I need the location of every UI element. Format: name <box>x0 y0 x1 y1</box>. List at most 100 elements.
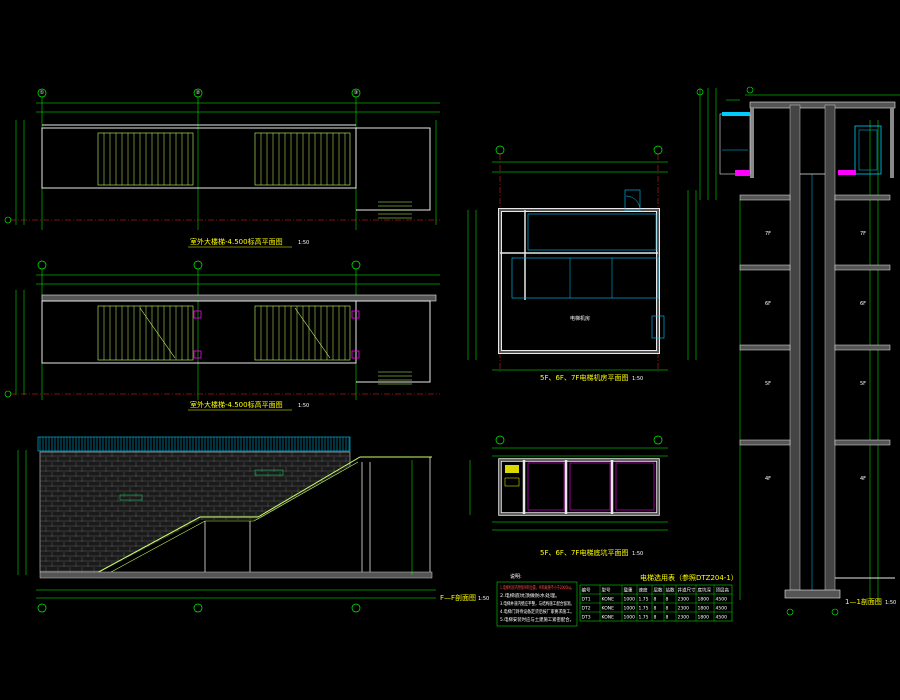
elevator-schedule: 说明: 1.电梯机房内预留吊钩位置，吊钩载重不小于2000kg。 2.电梯底坑须… <box>496 573 738 627</box>
elevator-lower-title: 5F、6F、7F电梯底坑平面图 <box>540 548 628 557</box>
floor-slab <box>834 194 891 201</box>
schedule-header-cell: 站数 <box>666 587 675 594</box>
floor-slab <box>834 344 891 351</box>
top-plan-title: 室外大楼梯-4.500标高平面图 <box>190 237 283 246</box>
schedule-cell: 8 <box>654 597 657 603</box>
schedule-header-cell: 型号 <box>602 587 611 594</box>
schedule-note-3: 3.电梯井道内壁应平整，与结构施工配合留洞。 <box>500 600 574 607</box>
schedule-cell: 2300 <box>678 606 690 612</box>
elevator-upper-title: 5F、6F、7F电梯机房平面图 <box>540 373 628 382</box>
elevator-section-title: 1—1剖面图 <box>845 597 882 606</box>
top-plan-small-stair <box>378 201 412 219</box>
mid-plan-dimensions <box>15 269 440 400</box>
schedule-cell: KONE <box>602 606 615 612</box>
elevator-shaft-wall-right <box>824 104 836 596</box>
mid-plan-scale: 1:50 <box>298 403 309 409</box>
axis-bubble-3-label: ③ <box>354 90 358 96</box>
schedule-cell: 1.75 <box>639 606 649 612</box>
mid-plan-slab <box>41 294 437 302</box>
schedule-header-cell: 层数 <box>654 587 663 594</box>
schedule-header-cell: 井道尺寸 <box>678 587 696 594</box>
top-plan-stair-left <box>97 132 194 186</box>
elevator-pit-plan: 5F、6F、7F电梯底坑平面图 1:50 <box>469 435 668 557</box>
axis-side-bubble <box>4 216 12 224</box>
schedule-cell: DT1 <box>582 597 591 603</box>
floor-label: 7F <box>860 231 866 237</box>
schedule-cell: 1000 <box>624 606 636 612</box>
mid-plan-stair-right <box>254 305 351 361</box>
floor-label: 7F <box>765 231 771 237</box>
axis-bubble-2: ② <box>193 88 203 98</box>
schedule-cell: DT3 <box>582 615 591 621</box>
schedule-header-cell: 顶层高 <box>716 587 730 594</box>
schedule-cell: 4500 <box>716 615 728 621</box>
section-title: F—F剖面图 <box>440 593 476 602</box>
axis-bubble-1: ① <box>37 88 47 98</box>
elevator-lower-scale: 1:50 <box>632 551 643 557</box>
schedule-header-cell: 速度 <box>639 587 648 594</box>
schedule-header-cell: 编号 <box>582 587 591 594</box>
schedule-note-1: 1.电梯机房内预留吊钩位置，吊钩载重不小于2000kg。 <box>500 584 574 591</box>
elevator-room-plan: 电梯机房 5F、6F、7F电梯机房平面图 1:50 <box>467 145 697 382</box>
schedule-header-cell: 底坑深 <box>698 587 712 594</box>
schedule-cell: 4500 <box>716 597 728 603</box>
elevator-upper-scale: 1:50 <box>632 376 643 382</box>
schedule-cell: 8 <box>666 606 669 612</box>
schedule-note-5: 5.电梯安装时应与土建施工紧密配合。 <box>500 616 574 623</box>
floor-slab <box>739 439 791 446</box>
mid-plan-walls <box>41 300 431 383</box>
schedule-cell: 1.75 <box>639 597 649 603</box>
schedule-cell: 4500 <box>716 606 728 612</box>
schedule-cell: 1800 <box>698 606 710 612</box>
elevator-roof-slab <box>749 101 896 109</box>
mid-plan-columns <box>193 310 360 359</box>
top-plan: ① ② ③ <box>4 88 440 248</box>
mid-plan-title: 室外大楼梯-4.500标高平面图 <box>190 400 283 409</box>
schedule-cell: 1000 <box>624 597 636 603</box>
schedule-cell: 1000 <box>624 615 636 621</box>
schedule-cell: 2300 <box>678 597 690 603</box>
top-plan-stair-right <box>254 132 351 186</box>
elevator-section-door <box>854 125 882 175</box>
section-railing <box>37 436 351 452</box>
elevator-room-label: 电梯机房 <box>570 315 590 322</box>
floor-label: 4F <box>765 476 771 482</box>
floor-slab <box>739 194 791 201</box>
elevator-section: 7F 7F 6F 6F 5F 5F 4F 4F 1—1剖面图 1:50 <box>696 86 900 616</box>
floor-label: 6F <box>860 301 866 307</box>
schedule-cell: 8 <box>666 615 669 621</box>
axis-bubble-3: ③ <box>351 88 361 98</box>
floor-slab <box>739 264 791 271</box>
floor-label: 6F <box>765 301 771 307</box>
elevator-section-scale: 1:50 <box>885 600 896 606</box>
schedule-cell: 8 <box>666 597 669 603</box>
section-scale: 1:50 <box>478 596 489 602</box>
schedule-cell: 8 <box>654 606 657 612</box>
elevator-shaft-wall-left <box>789 104 801 596</box>
schedule-cell: 1800 <box>698 615 710 621</box>
floor-slab <box>739 344 791 351</box>
axis-bubble-1-label: ① <box>40 90 45 96</box>
schedule-cell: KONE <box>602 597 615 603</box>
mid-plan-stair-left <box>97 305 194 361</box>
mid-plan: 室外大楼梯-4.500标高平面图 1:50 <box>4 260 440 411</box>
schedule-title: 电梯选用表（参照DTZ204-1） <box>640 573 738 582</box>
axis-bubble-2-label: ② <box>196 90 201 96</box>
floor-label: 5F <box>860 381 866 387</box>
schedule-cell: 8 <box>654 615 657 621</box>
elevator-room-door <box>624 189 641 211</box>
mid-plan-small-stair <box>378 371 412 385</box>
elevator-room-walls <box>498 208 660 354</box>
schedule-cell: KONE <box>602 615 615 621</box>
schedule-header-cell: 载重 <box>624 587 633 594</box>
schedule-note-2: 2.电梯底坑须做防水处理。 <box>500 592 560 599</box>
schedule-cell: 2300 <box>678 615 690 621</box>
schedule-cell: DT2 <box>582 606 591 612</box>
floor-label: 5F <box>765 381 771 387</box>
schedule-notes-title: 说明: <box>510 573 522 580</box>
floor-label: 4F <box>860 476 866 482</box>
schedule-cell: 1.75 <box>639 615 649 621</box>
top-plan-scale: 1:50 <box>298 240 309 246</box>
